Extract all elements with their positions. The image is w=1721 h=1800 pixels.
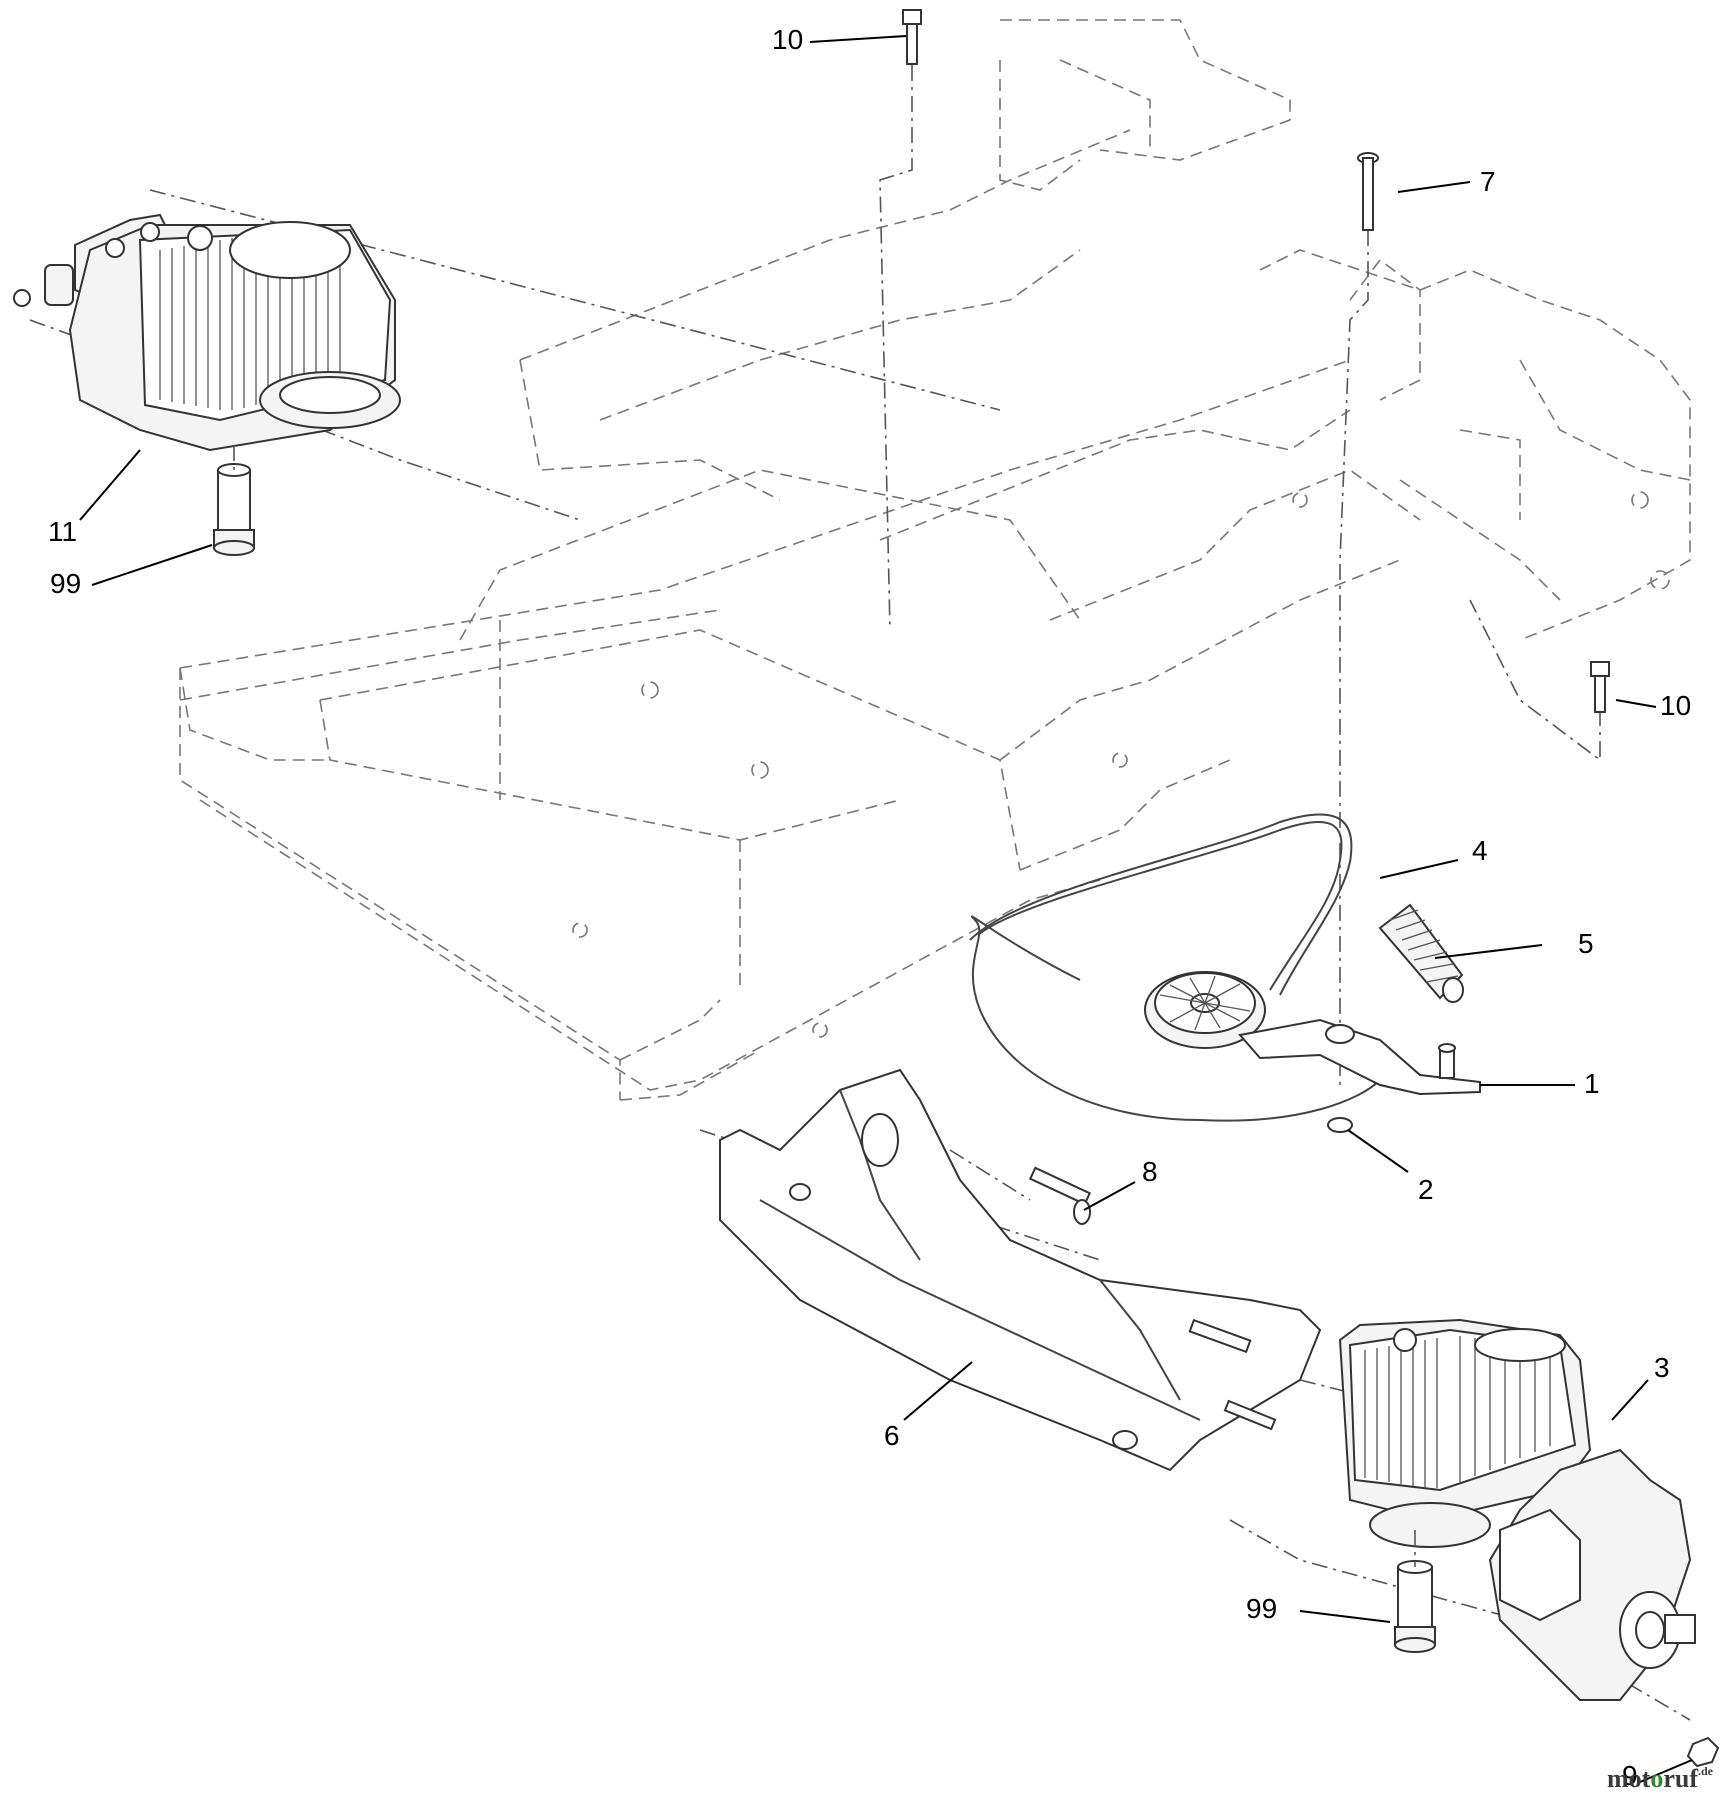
callout-7: 7 — [1480, 166, 1496, 197]
watermark-logo: motoruf.de — [1607, 1764, 1713, 1794]
drive-belt-4 — [969, 813, 1381, 1122]
callout-10-top: 10 — [772, 24, 804, 55]
bolt-10-top — [902, 9, 922, 65]
bushing-99-lower — [1394, 1530, 1436, 1653]
callout-99-lower: 99 — [1246, 1593, 1278, 1624]
chassis-frame — [179, 19, 1691, 1101]
watermark-prefix: mot — [1607, 1764, 1651, 1793]
callout-11: 11 — [48, 516, 78, 547]
pin-7 — [1357, 152, 1379, 231]
pin-8 — [1028, 1166, 1092, 1225]
callout-4: 4 — [1472, 835, 1488, 866]
callout-9: 9 — [1622, 1760, 1638, 1791]
leader-lines — [79, 35, 1693, 1783]
left-transaxle-11 — [13, 213, 401, 452]
callout-5: 5 — [1578, 928, 1594, 959]
watermark-domain: .de — [1698, 1764, 1713, 1778]
bolt-10-right — [1590, 661, 1610, 713]
callout-2: 2 — [1418, 1174, 1434, 1205]
rear-bracket-6 — [719, 1068, 1322, 1472]
nut-9 — [1686, 1736, 1720, 1768]
callout-3: 3 — [1654, 1352, 1670, 1383]
callout-8: 8 — [1142, 1156, 1158, 1187]
bushing-99-upper — [213, 445, 255, 556]
callout-10-right: 10 — [1660, 690, 1692, 721]
callout-1: 1 — [1584, 1068, 1600, 1099]
idler-arm-assembly-1 — [1144, 971, 1481, 1096]
spring-5 — [1378, 903, 1464, 1003]
cooling-fins-3 — [1364, 1336, 1551, 1488]
watermark-suffix: ruf — [1663, 1764, 1698, 1793]
nut-2 — [1327, 1117, 1353, 1133]
watermark-accent: o — [1650, 1764, 1664, 1793]
callout-99-upper: 99 — [50, 568, 82, 599]
right-transaxle-3 — [1338, 1318, 1696, 1701]
callout-6: 6 — [884, 1420, 900, 1451]
